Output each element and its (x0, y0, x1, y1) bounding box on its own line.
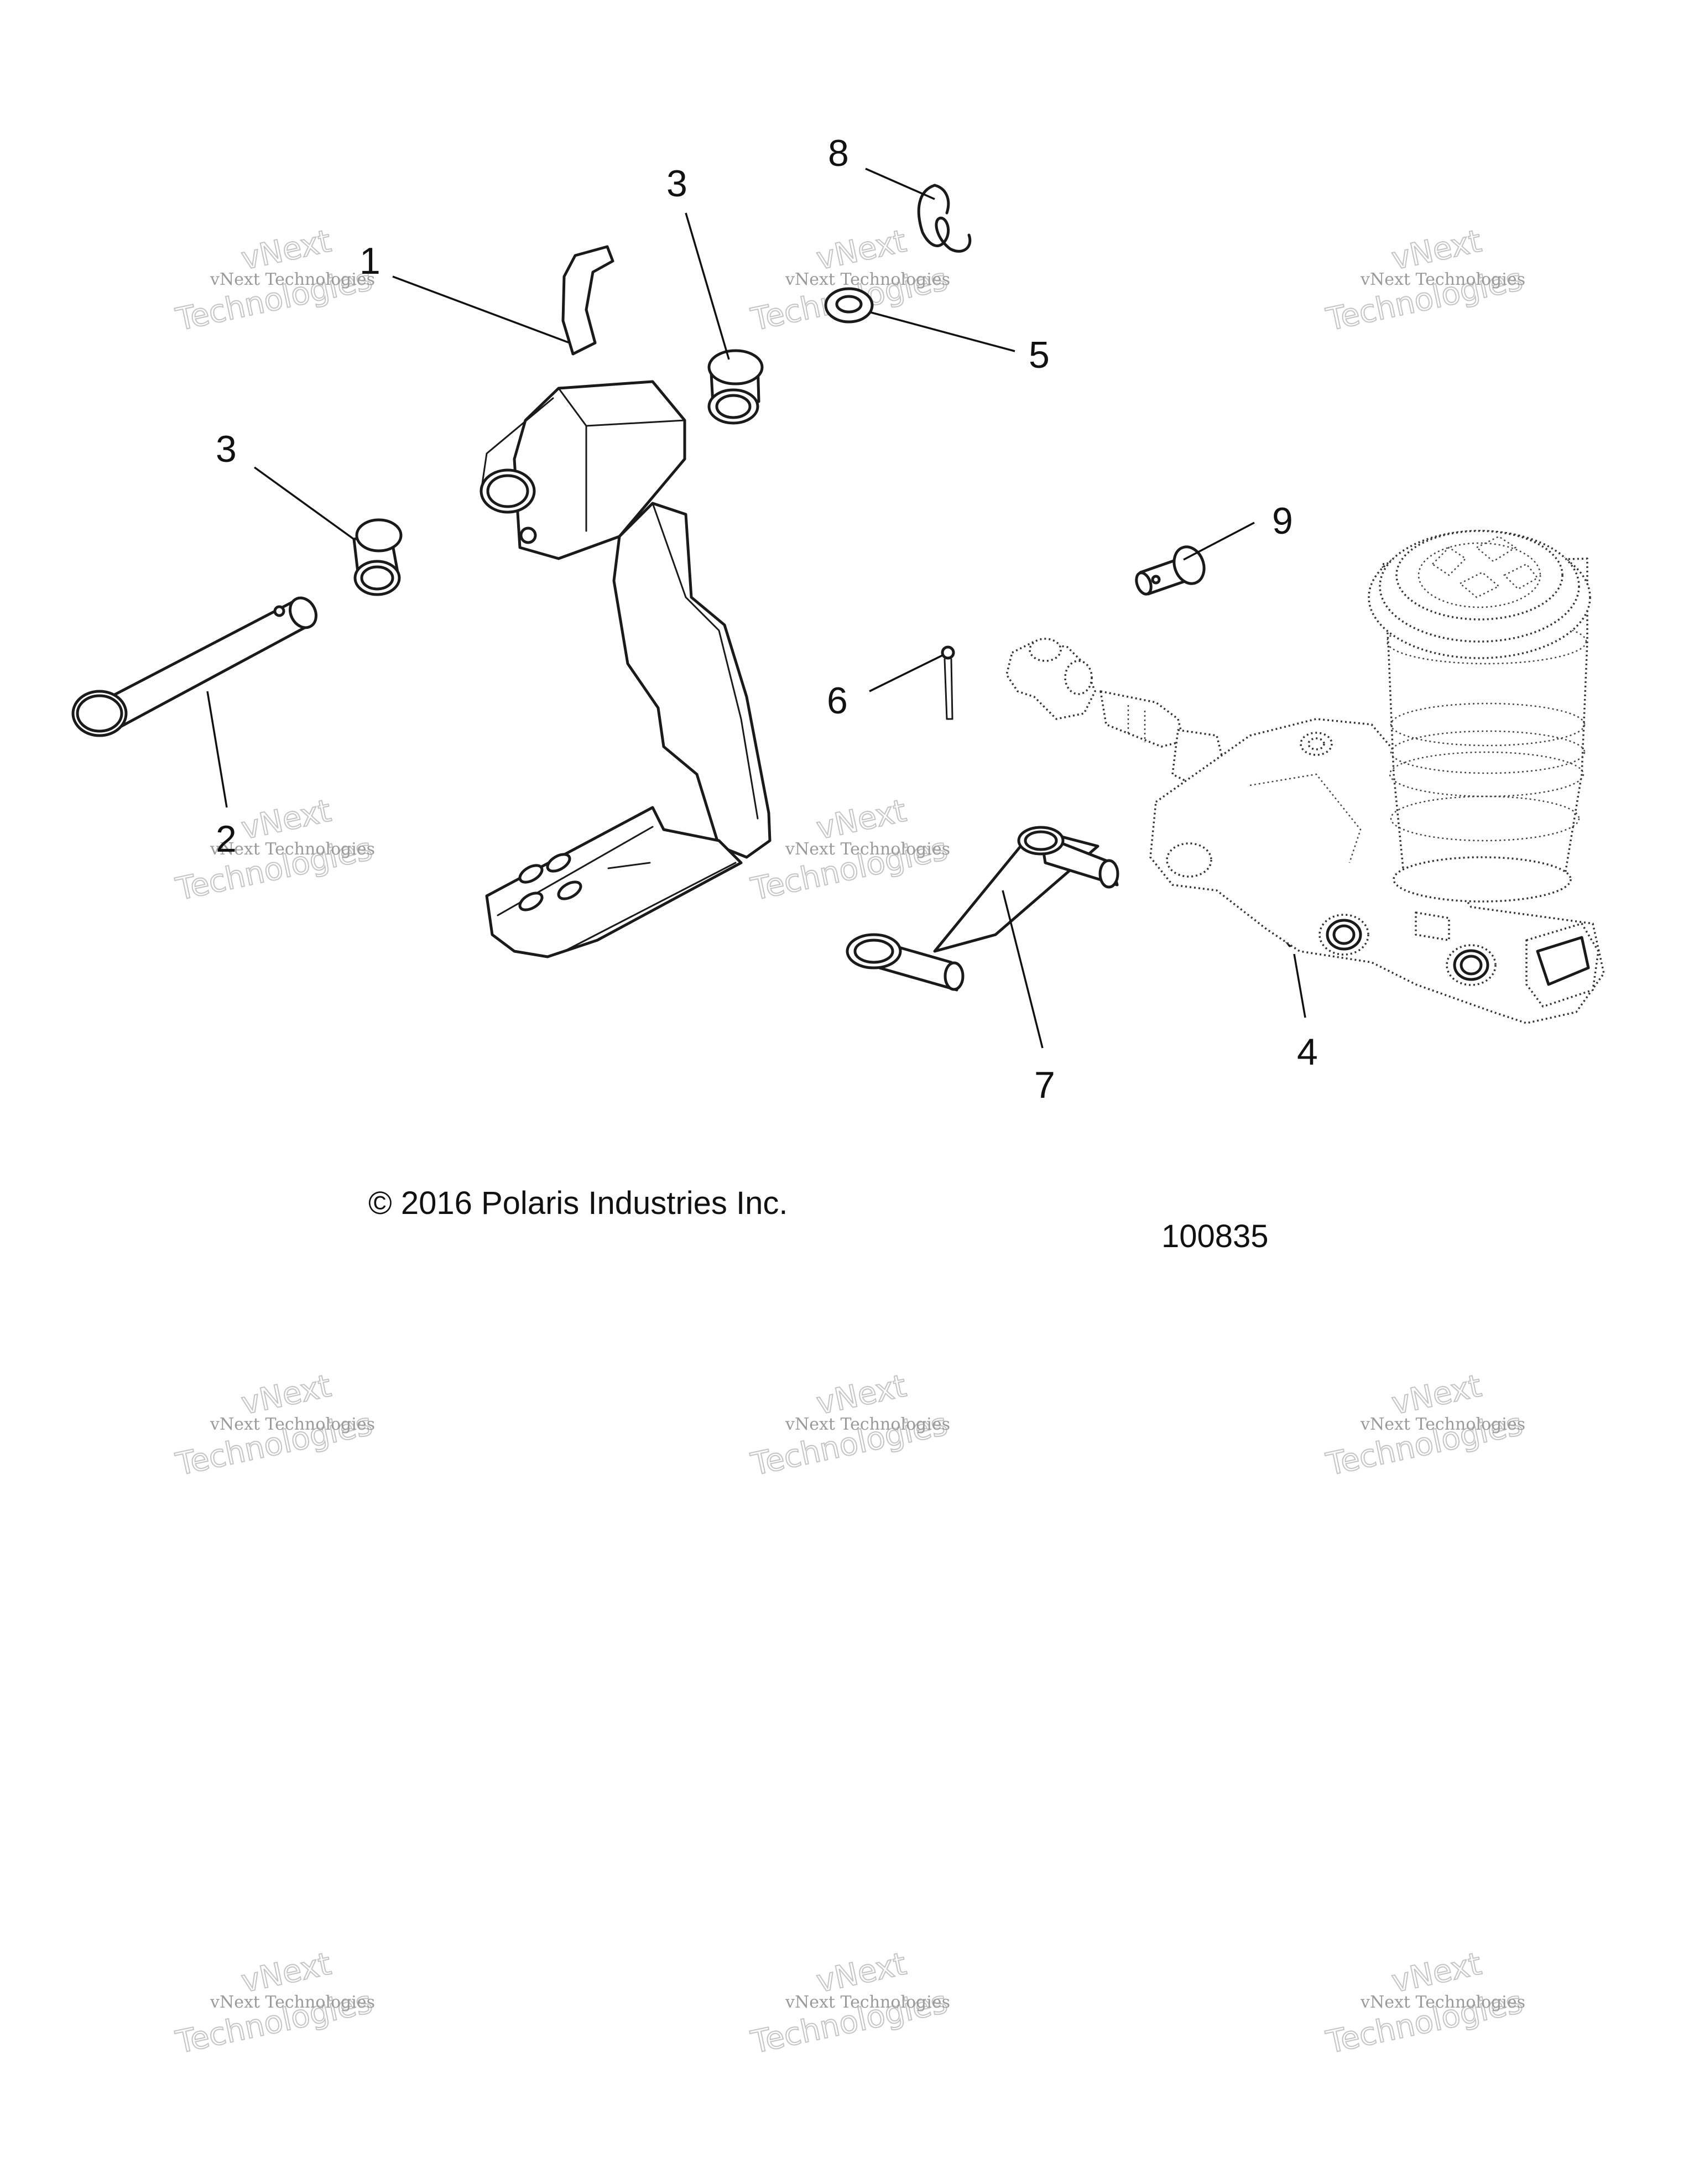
leader-lines (206, 168, 1306, 1049)
watermark-text-vnext: vNext (1389, 1946, 1485, 2000)
watermark-text-line: vNext Technologies (785, 1993, 950, 2012)
watermark-text-line: vNext Technologies (785, 270, 950, 289)
watermark-text-vnext: vNext (814, 1946, 910, 2000)
part-bushing-lower (352, 518, 403, 596)
part-cotter-pin (941, 645, 955, 720)
watermark-text-vnext: vNext (238, 223, 335, 278)
watermark-text-line: vNext Technologies (785, 840, 950, 859)
callout-1: 1 (359, 240, 381, 282)
part-bushing-upper (707, 349, 764, 425)
watermark-text-line: vNext Technologies (1360, 1415, 1525, 1434)
part-clevis-pin (1135, 545, 1206, 596)
watermark-text-vnext: vNext (238, 1946, 335, 2000)
part-washer (824, 287, 874, 324)
callout-4: 4 (1297, 1031, 1318, 1073)
watermark-text-line: vNext Technologies (210, 1415, 375, 1434)
watermark-text-vnext: vNext (238, 793, 335, 847)
watermark-text-vnext: vNext (814, 223, 910, 278)
callout-5: 5 (1029, 334, 1050, 376)
watermark-text-line: vNext Technologies (210, 1993, 375, 2012)
watermark-text-vnext: vNext (238, 1368, 335, 1422)
part-hairpin-clip (917, 184, 972, 253)
watermark-text-line: vNext Technologies (1360, 270, 1525, 289)
callout-numbers: 1 2 3 3 4 5 6 7 8 9 (216, 132, 1318, 1106)
watermark-text-line: vNext Technologies (785, 1415, 950, 1434)
callout-8: 8 (828, 132, 849, 174)
figure-number: 100835 (1161, 1218, 1269, 1254)
copyright-notice: © 2016 Polaris Industries Inc. (368, 1185, 788, 1221)
part-pivot-pin (71, 596, 317, 737)
watermark-text-line: vNext Technologies (1360, 1993, 1525, 2012)
watermark-text-line: vNext Technologies (210, 270, 375, 289)
watermark-text-vnext: vNext (1389, 223, 1485, 278)
callout-7: 7 (1034, 1064, 1055, 1106)
part-master-cylinder (1005, 530, 1605, 1024)
watermark-text-vnext: vNext (1389, 1368, 1485, 1422)
watermark-text-line: vNext Technologies (210, 840, 375, 859)
callout-9: 9 (1272, 500, 1293, 542)
callout-3-upper: 3 (666, 163, 687, 205)
callout-2: 2 (216, 818, 237, 860)
callout-3-lower: 3 (216, 428, 237, 470)
part-linkage (846, 826, 1119, 992)
watermark-text-vnext: vNext (814, 1368, 910, 1422)
callout-6: 6 (827, 680, 848, 722)
watermark-text-vnext: vNext (814, 793, 910, 847)
part-brake-pedal (480, 245, 772, 958)
